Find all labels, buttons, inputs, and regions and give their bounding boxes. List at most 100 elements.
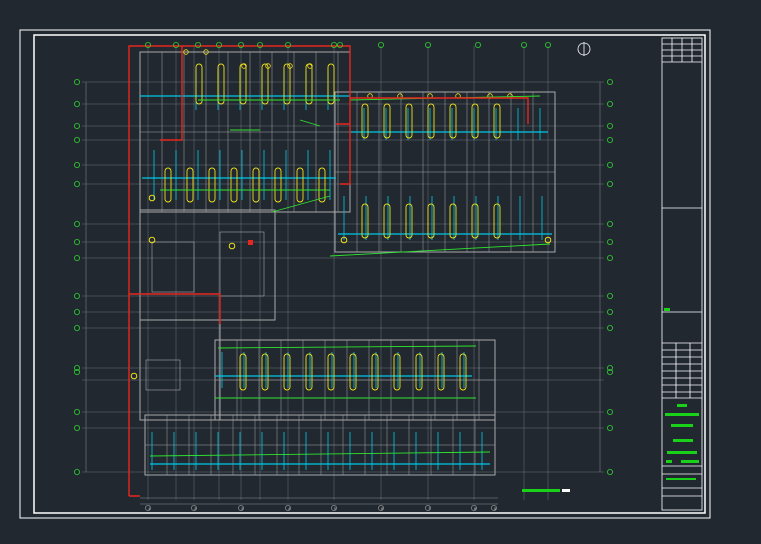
hot-water-loop [252,167,260,203]
axis-bubble-top [144,42,151,49]
hot-water-loop [427,203,435,239]
hot-water-riser [148,194,156,202]
axis-bubble-top [377,42,384,49]
hot-water-loop [327,63,335,105]
axis-bubble-bottom [491,505,497,511]
hot-water-loop [437,353,445,391]
axis-bubble-bottom [331,505,337,511]
axis-bubble-right [607,424,614,431]
hot-water-loop [493,103,501,139]
hot-water-loop [186,167,194,203]
axis-bubble-left [74,292,81,299]
fire-hydrant-symbol [248,240,253,245]
axis-bubble-left [74,238,81,245]
axis-bubble-right [607,468,614,475]
hot-water-loop [361,203,369,239]
axis-bubbles [74,42,614,511]
sheet-inner-border [33,34,706,514]
hot-water-loop [459,353,467,391]
hot-water-loop [274,167,282,203]
axis-bubble-right [607,254,614,261]
fire-water-main [128,45,529,497]
hot-water-loop [371,353,379,391]
hot-water-loop [415,353,423,391]
axis-bubble-left [74,408,81,415]
hot-water-loop [405,203,413,239]
hot-water-valve [203,49,209,55]
drain-pipes [149,95,551,457]
axis-bubble-bottom [378,505,384,511]
hot-water-pipes [130,49,552,391]
hot-water-loop [471,203,479,239]
hot-water-loop [239,353,247,391]
axis-bubble-top [194,42,201,49]
drain-branch [299,119,321,127]
axis-bubble-left [74,79,81,86]
axis-bubble-bottom [145,505,151,511]
building-walls [139,51,556,476]
axis-bubble-right [607,238,614,245]
axis-bubble-left [74,180,81,187]
axis-bubble-bottom [191,505,197,511]
axis-bubble-left [74,424,81,431]
axis-bubble-right [607,101,614,108]
hot-water-loop [393,353,401,391]
drain-main [217,345,477,349]
axis-bubble-right [607,79,614,86]
fire-main-pipe [128,45,529,497]
axis-bubble-right [607,368,614,375]
bottom-axis-labels: 1 2 3 4 5 6 7 8 9 [148,508,497,512]
axis-bubble-top [336,42,343,49]
axis-label: 6 [381,508,384,512]
hot-water-loop [283,353,291,391]
hot-water-loop [305,353,313,391]
axis-bubble-top [237,42,244,49]
hot-water-loop [261,63,269,105]
axis-bubble-right [607,180,614,187]
axis-label: 9 [494,508,497,512]
hot-water-loop [208,167,216,203]
hot-water-valve [241,63,247,69]
hot-water-loop [318,167,326,203]
axis-bubble-left [74,324,81,331]
axis-bubble-left [74,364,81,371]
north-arrow-icon [577,42,591,56]
hot-water-loop [383,103,391,139]
axis-bubble-right [607,136,614,143]
title-block [661,37,703,511]
axis-bubble-top [521,42,528,49]
hot-water-loop [427,103,435,139]
axis-bubble-right [607,220,614,227]
hot-water-valve [287,63,293,69]
hot-water-valve [183,49,189,55]
hot-water-loop [383,203,391,239]
axis-bubble-top [474,42,481,49]
axis-bubble-bottom [238,505,244,511]
hot-water-loop [471,103,479,139]
hot-water-riser [148,236,156,244]
hot-water-riser [544,236,552,244]
axis-bubble-left [74,308,81,315]
hot-water-valve [265,63,271,69]
hot-water-loop [493,203,501,239]
sheet-outer-border [19,29,711,519]
axis-bubble-top [545,42,552,49]
hot-water-loop [261,353,269,391]
axis-bubble-left [74,101,81,108]
axis-bubble-bottom [285,505,291,511]
building-block-outline [139,319,221,421]
axis-bubble-left [74,254,81,261]
axis-bubble-left [74,468,81,475]
axis-label: 1 [148,508,151,512]
axis-label: 2 [194,508,197,512]
drain-branch [271,195,331,213]
hot-water-valve [307,63,313,69]
axis-label: 4 [288,508,291,512]
axis-label: 8 [474,508,477,512]
axis-label: 5 [334,508,337,512]
axis-bubble-right [607,308,614,315]
hot-water-loop [283,63,291,105]
axis-bubble-bottom [471,505,477,511]
